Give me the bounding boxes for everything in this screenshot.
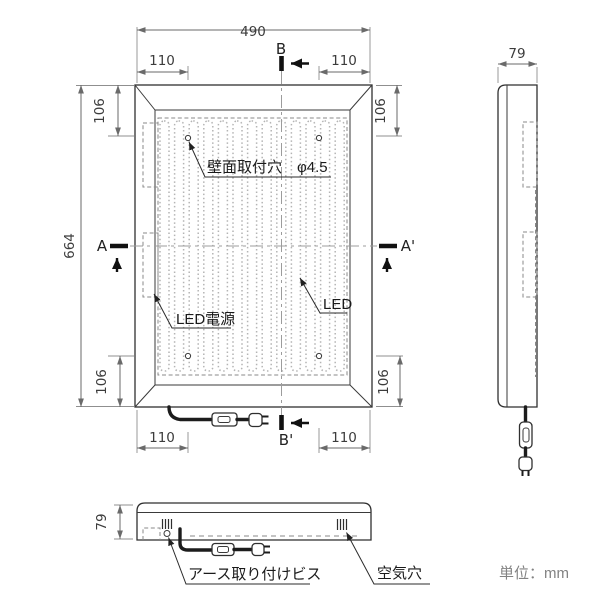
plug-front <box>248 412 263 428</box>
cord-connector-bottom-inner <box>217 546 229 553</box>
mount-hole-bottom-left <box>184 352 192 360</box>
dim-hole-top-left: 110 <box>149 53 175 69</box>
label-led-power: LED電源 <box>176 311 235 328</box>
dim-106-top-left: 106 <box>92 98 108 124</box>
leader-led-power <box>153 293 231 329</box>
led-strip <box>334 120 345 372</box>
frame-miter-top-left <box>134 84 156 111</box>
plug-side <box>518 456 533 472</box>
ground-screw <box>163 530 171 537</box>
bottom-hidden-power-box <box>142 527 161 540</box>
cord-connector-bottom <box>211 542 235 557</box>
bottom-view: 79 アース取り付けビス 空気穴 <box>94 502 430 585</box>
dim-hole-top-right: 110 <box>331 53 357 69</box>
label-air-hole: 空気穴 <box>377 565 422 582</box>
frame-miter-top-right <box>349 84 373 111</box>
mount-hole-bottom-right <box>315 352 323 360</box>
dim-106-bottom-right: 106 <box>376 369 392 395</box>
led-power-box-upper <box>142 122 159 188</box>
dim-depth-side: 79 <box>508 46 525 62</box>
leader-air-hole <box>346 532 430 585</box>
led-strip <box>188 120 199 372</box>
cord-connector-side <box>518 421 533 449</box>
dim-height: 664 <box>62 233 78 259</box>
cord-connector-front <box>211 412 238 427</box>
led-strip <box>159 120 170 372</box>
led-strip <box>261 120 272 372</box>
mount-hole-top-left <box>184 134 192 142</box>
label-wall-mount-hole: 壁面取付穴 φ4.5 <box>207 159 328 176</box>
dim-hole-bottom-right: 110 <box>331 430 357 446</box>
side-led-power-lower-hidden <box>522 231 538 298</box>
frame-miter-bottom-right <box>349 384 373 408</box>
dim-106-top-right: 106 <box>373 98 389 124</box>
section-label-b: B <box>276 40 286 58</box>
dim-hole-bottom-left: 110 <box>149 430 175 446</box>
led-power-box-lower <box>142 232 159 298</box>
section-label-b-prime: B' <box>279 431 293 449</box>
plug-bottom <box>251 542 265 557</box>
leader-wall-mount-hole <box>188 141 331 178</box>
side-view: 79 <box>497 46 538 476</box>
unit-note: 単位：mm <box>499 565 569 582</box>
dim-106-bottom-left: 106 <box>94 369 110 395</box>
cord-connector-side-inner <box>522 427 530 443</box>
front-view: A A' B B' 490 110 110 664 106 106 <box>62 24 415 453</box>
bottom-body <box>136 502 372 541</box>
label-led: LED <box>323 296 352 313</box>
section-label-a: A <box>97 237 108 255</box>
air-vent-left <box>161 519 173 529</box>
power-cord-front <box>167 405 214 422</box>
mount-hole-top-right <box>315 134 323 142</box>
led-strip <box>232 120 243 372</box>
side-body <box>497 84 538 408</box>
cord-connector-front-inner <box>217 416 231 423</box>
frame-miter-bottom-left <box>134 384 156 408</box>
frame-inner-edge <box>154 109 351 386</box>
side-led-power-upper-hidden <box>522 121 538 188</box>
section-label-a-prime: A' <box>401 237 415 255</box>
power-cord-bottom <box>178 527 214 552</box>
dim-width: 490 <box>240 24 266 40</box>
leader-led <box>299 277 347 314</box>
leader-ground-screw <box>168 537 310 585</box>
air-vent-right <box>336 519 348 530</box>
dim-depth-bottom: 79 <box>94 513 110 530</box>
label-ground-screw: アース取り付けビス <box>188 566 321 583</box>
